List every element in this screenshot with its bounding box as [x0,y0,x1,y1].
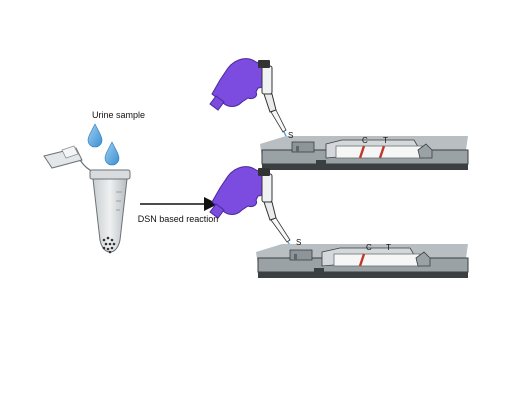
water-droplet-icon [104,141,120,166]
control-line [358,253,366,267]
dsn-reaction-label: DSN based reaction [137,214,219,224]
water-droplet-icon [87,123,103,148]
test-line [378,145,386,159]
strip1-s-label: S [288,131,293,140]
strip2-c-label: C [366,243,372,252]
pipette-hand-icon [209,58,289,141]
strip1-t-label: T [383,136,388,145]
strip2-s-label: S [296,238,301,247]
eppendorf-tube-icon [43,145,131,254]
arrow-right-icon [140,197,218,211]
urine-sample-label: Urine sample [92,110,146,120]
lateral-flow-strip-icon [260,136,469,170]
lateral-flow-strip-icon [256,244,469,278]
strip1-c-label: C [362,136,368,145]
strip2-t-label: T [386,243,391,252]
pipette-hand-icon [209,166,293,251]
control-line [358,145,366,159]
